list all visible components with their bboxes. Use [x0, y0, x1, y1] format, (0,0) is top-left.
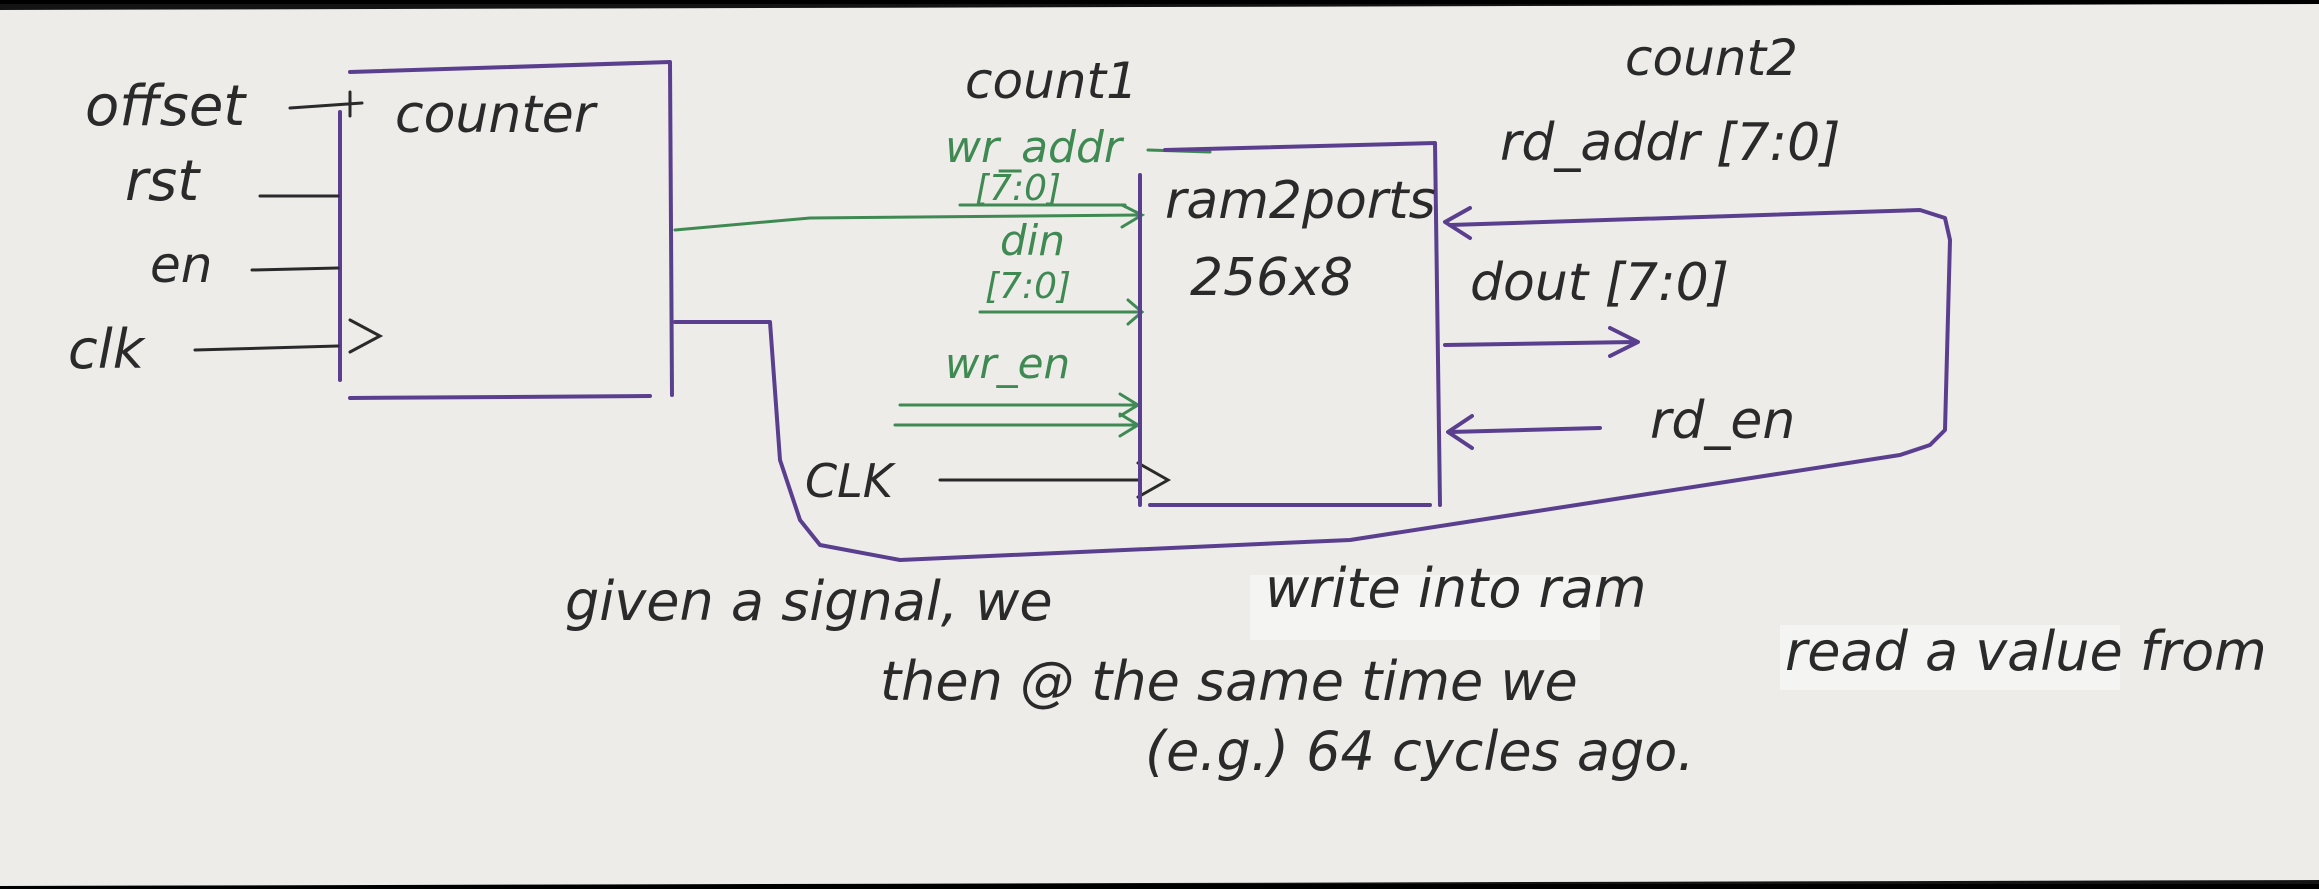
note-line1-a: given a signal, we — [565, 570, 1053, 633]
note-line2-a: then @ the same time we — [880, 650, 1578, 713]
ram-clk-label: CLK — [805, 454, 897, 508]
counter-title: counter — [395, 85, 599, 145]
wr-addr-width-label: [7:0] — [975, 168, 1061, 209]
dout-arrowhead — [1608, 326, 1640, 358]
rd-en-arrowhead — [1446, 414, 1474, 450]
rd-addr-arrowhead — [1443, 206, 1472, 240]
note-line2-b: read a value from — [1785, 620, 2267, 683]
dout-label: dout [7:0] — [1470, 253, 1729, 313]
rd-en-wire — [1448, 426, 1602, 434]
din-label: din — [1000, 216, 1065, 265]
paper-sheet — [0, 4, 2319, 886]
ram-title: ram2ports — [1165, 171, 1436, 231]
din-width-label: [7:0] — [985, 266, 1071, 307]
count1-label: count1 — [965, 52, 1138, 110]
input-label-rst: rst — [125, 149, 201, 214]
ram-box-top-right — [1163, 141, 1442, 507]
input-label-offset: offset — [85, 74, 247, 139]
counter-clock-triangle — [348, 318, 384, 354]
highlight-patch-write — [1250, 575, 1600, 640]
offset-wire — [288, 90, 364, 118]
counter-box-top-right — [348, 60, 674, 397]
note-line1-b: write into ram — [1265, 557, 1646, 620]
highlight-patch-read — [1780, 625, 2120, 690]
rd-addr-label: rd_addr [7:0] — [1500, 113, 1840, 173]
en-wire — [250, 266, 340, 272]
dout-wire — [1443, 340, 1637, 347]
wr-addr-label: wr_addr — [945, 122, 1125, 173]
input-label-en: en — [150, 236, 212, 294]
wr-en-label: wr_en — [945, 339, 1070, 388]
count2-label: count2 — [1625, 29, 1798, 87]
ram-size: 256x8 — [1190, 248, 1353, 308]
rd-en-label: rd_en — [1650, 391, 1795, 451]
input-label-clk: clk — [68, 318, 147, 381]
counter-box-bottom — [348, 394, 652, 400]
count2-feedback-wire — [673, 208, 1952, 562]
ram-clock-triangle — [1136, 461, 1172, 499]
note-line3: (e.g.) 64 cycles ago. — [1145, 720, 1694, 783]
count1-to-wr-addr-wire — [673, 213, 1142, 232]
clk-wire — [193, 344, 340, 352]
